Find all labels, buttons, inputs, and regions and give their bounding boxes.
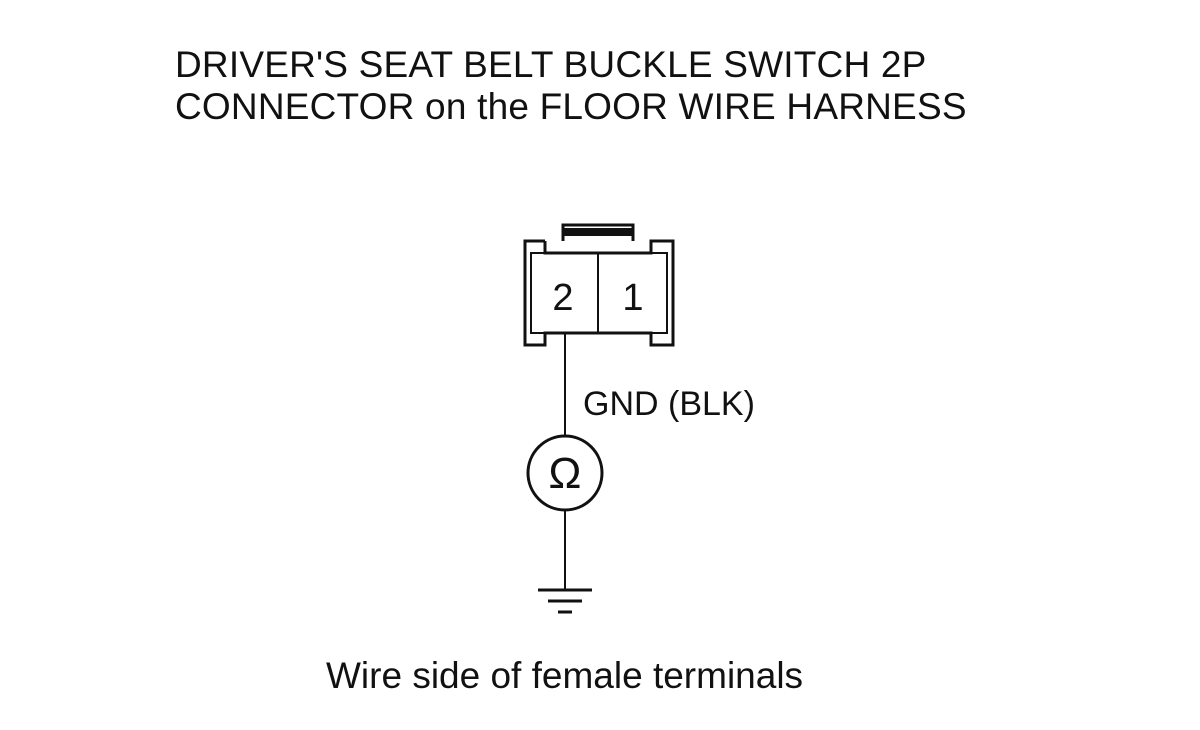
ground-icon [538, 588, 592, 614]
ohm-symbol: Ω [549, 449, 582, 498]
connector-2p [523, 223, 675, 347]
title-line-2: CONNECTOR on the FLOOR WIRE HARNESS [175, 86, 967, 127]
title-line-1: DRIVER'S SEAT BELT BUCKLE SWITCH 2P [175, 44, 927, 85]
diagram-caption: Wire side of female terminals [326, 655, 804, 696]
wire-label: GND (BLK) [583, 385, 755, 423]
terminal-1-label: 1 [622, 277, 643, 319]
ohmmeter-icon: Ω [526, 434, 604, 512]
terminal-2-label: 2 [552, 277, 573, 319]
connector-lock-bar [563, 228, 633, 236]
diagram-title: DRIVER'S SEAT BELT BUCKLE SWITCH 2P CONN… [175, 44, 967, 128]
